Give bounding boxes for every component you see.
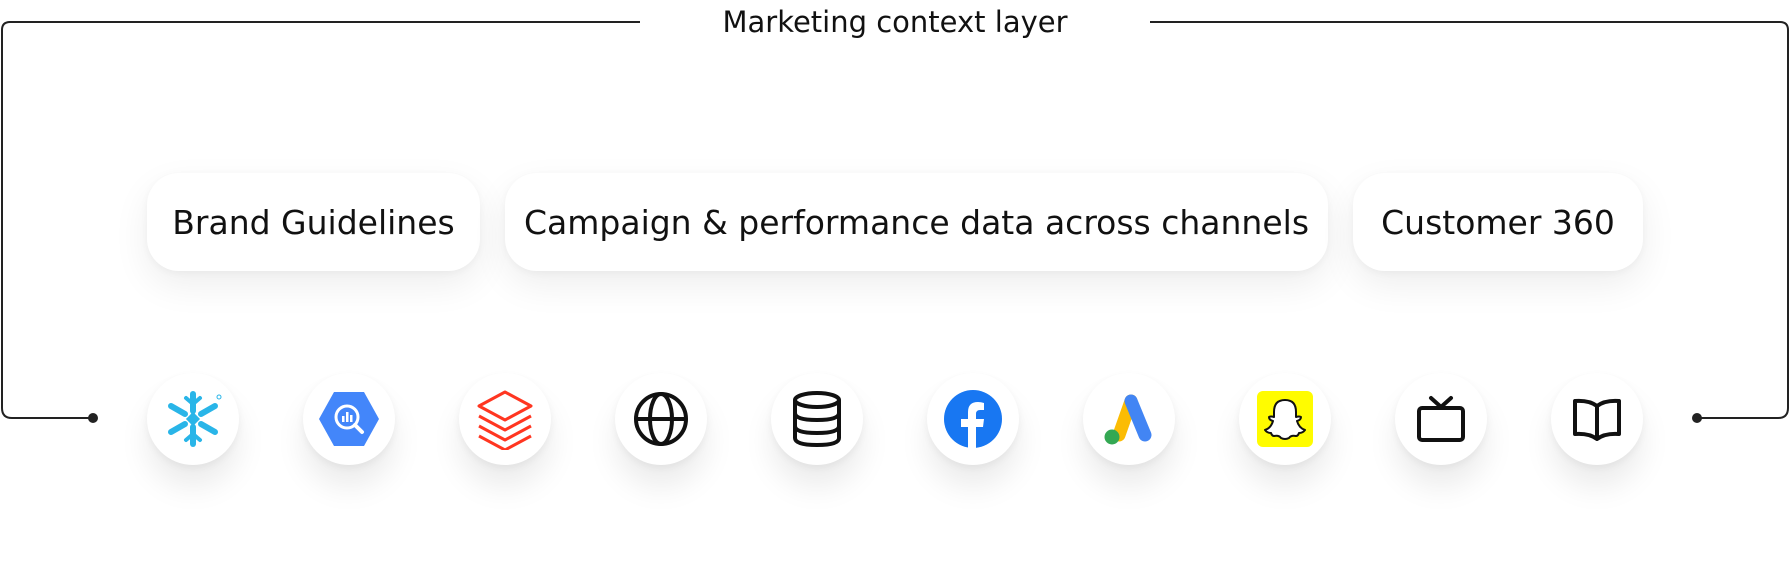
snapchat-icon [1257,391,1313,447]
bigquery-icon [319,392,379,446]
bracket-right-line [1113,21,1789,419]
diagram-title: Marketing context layer [640,2,1150,42]
bracket-left-line [1,21,676,419]
facebook-icon [944,390,1002,449]
card-campaign-performance-data: Campaign & performance data across chann… [505,173,1328,271]
source-bigquery [303,373,395,465]
bracket-left-node [88,413,98,423]
card-brand-guidelines: Brand Guidelines [147,173,480,271]
card-customer-360: Customer 360 [1353,173,1643,271]
source-facebook [927,373,1019,465]
source-database [771,373,863,465]
source-book [1551,373,1643,465]
bracket-right-node [1692,413,1702,423]
database-icon [793,391,841,448]
source-tv [1395,373,1487,465]
source-web [615,373,707,465]
snowflake-icon [168,391,222,447]
source-snowflake [147,373,239,465]
tv-icon [1417,396,1465,442]
source-google-ads [1083,373,1175,465]
book-icon [1573,398,1621,441]
source-databricks [459,373,551,465]
google-ads-icon [1104,394,1152,445]
source-snapchat [1239,373,1331,465]
globe-icon [634,392,688,446]
databricks-icon [477,390,533,450]
